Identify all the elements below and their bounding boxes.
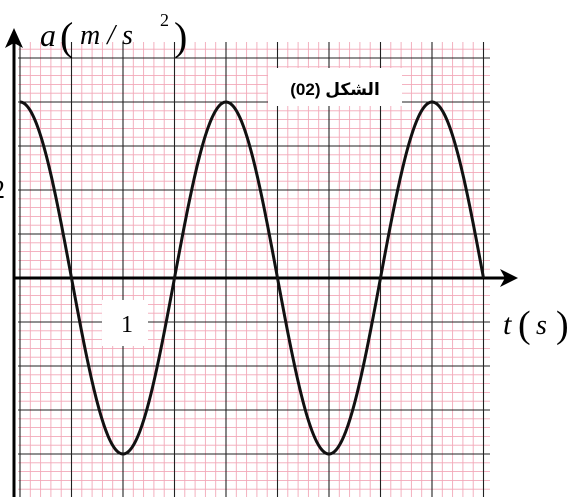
- y-axis-paren-close: ): [174, 14, 187, 59]
- y-axis-arrow: [5, 28, 23, 48]
- x-axis-label: t ( s ): [503, 304, 569, 346]
- figure-label: الشكل (02): [290, 80, 380, 99]
- y-axis-unit: m / s: [80, 20, 133, 51]
- figure-label-box: [268, 68, 402, 106]
- x-axis-unit: s: [536, 310, 547, 341]
- y-axis-label: a ( m / s 2 ): [40, 10, 187, 59]
- y-axis-paren-open: (: [60, 14, 73, 59]
- acceleration-curve: [19, 100, 485, 456]
- y-axis-variable: a: [40, 17, 56, 53]
- x-tick-label: 1: [121, 312, 133, 338]
- x-axis-paren-close: ): [556, 304, 569, 346]
- grid-minor: [18, 42, 490, 497]
- y-axis-unit-exponent: 2: [160, 10, 169, 30]
- x-axis-arrow: [500, 269, 518, 287]
- x-tick-label-box: [102, 300, 148, 346]
- grid-major: [18, 42, 490, 497]
- y-tick-label: 2: [0, 175, 5, 204]
- x-axis-paren-open: (: [518, 304, 531, 346]
- x-axis-variable: t: [503, 308, 512, 341]
